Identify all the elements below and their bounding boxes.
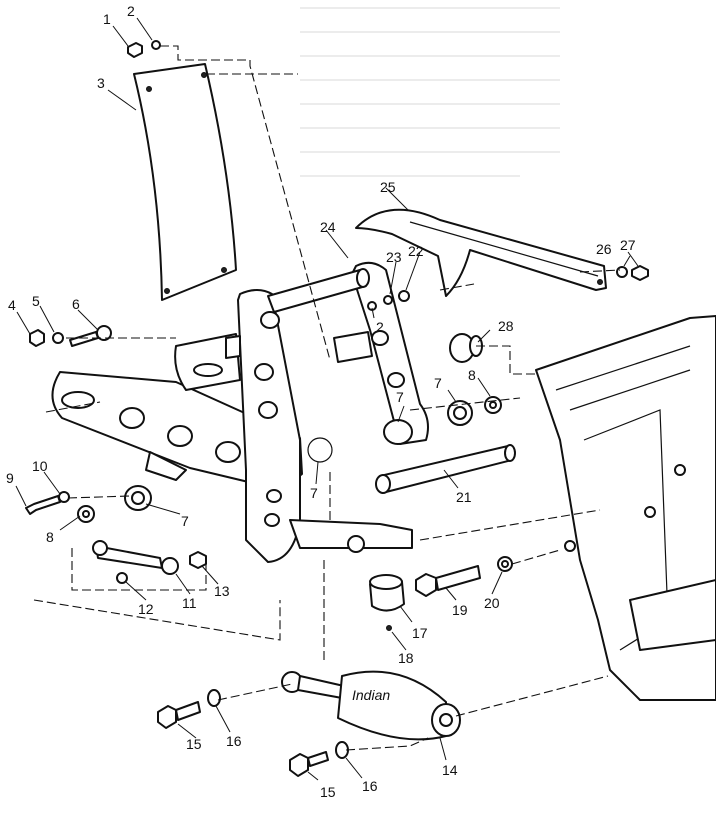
cap-17: [369, 574, 405, 612]
callout-24: 24: [320, 219, 336, 235]
callout-19: 19: [452, 602, 468, 618]
washer-5: [52, 332, 64, 344]
callout-3: 3: [97, 75, 105, 91]
callout-14: 14: [442, 762, 458, 778]
spacer-23: [383, 295, 393, 305]
washer-12: [116, 572, 128, 584]
callout-26: 26: [596, 241, 612, 257]
callout-8: 8: [46, 529, 54, 545]
callout-2: 2: [127, 3, 135, 19]
bolt-19: [415, 565, 481, 597]
leader-lines: [15, 17, 639, 781]
bushing-7-lower: [124, 485, 152, 511]
callout-22: 22: [408, 243, 424, 259]
bolt-15-lower: [289, 751, 329, 777]
callout-10: 10: [32, 458, 48, 474]
callout-23: 23: [386, 249, 402, 265]
washer-16-upper: [207, 689, 221, 707]
bumper-28: [449, 333, 483, 363]
lock-washer-20: [497, 556, 513, 572]
callout-7: 7: [396, 389, 404, 405]
callout-labels: 1 2 2 3 4 5 6 7 7 7 7 8 8 9 10 11 12 13 …: [6, 3, 636, 800]
callout-2: 2: [376, 319, 384, 335]
bolt-1: [127, 40, 161, 58]
nut-4: [29, 329, 45, 347]
washer-8-left: [77, 505, 95, 523]
torque-rod-11: [92, 540, 179, 575]
washer-26: [616, 266, 628, 278]
callout-8: 8: [468, 367, 476, 383]
callout-1: 1: [103, 11, 111, 27]
callout-18: 18: [398, 650, 414, 666]
callout-25: 25: [380, 179, 396, 195]
chain-guard-25: [355, 208, 607, 297]
washer-10: [58, 491, 70, 503]
pivot-shaft-21: [375, 444, 516, 494]
callout-9: 9: [6, 470, 14, 486]
callout-16: 16: [362, 778, 378, 794]
callout-27: 27: [620, 237, 636, 253]
nut-13: [189, 551, 207, 569]
bolt-27: [631, 265, 649, 281]
callout-15: 15: [186, 736, 202, 752]
bleed-through-lines: [300, 7, 560, 177]
callout-13: 13: [214, 583, 230, 599]
bushing-7-mid: [383, 419, 413, 445]
callout-15: 15: [320, 784, 336, 800]
bolt-15-upper: [157, 701, 201, 729]
callout-20: 20: [484, 595, 500, 611]
callout-21: 21: [456, 489, 472, 505]
callout-17: 17: [412, 625, 428, 641]
callout-7: 7: [310, 485, 318, 501]
callout-11: 11: [182, 595, 197, 611]
washer-22: [398, 290, 410, 302]
bolt-9: [25, 495, 61, 515]
snap-ring-7: [307, 437, 333, 463]
callout-16: 16: [226, 733, 242, 749]
shock-logo-text: Indian: [352, 687, 390, 703]
swingarm-left-plate: [237, 289, 301, 563]
transmission-case: [535, 315, 716, 701]
washer-8-right: [484, 396, 502, 414]
cross-tube-24: [267, 268, 370, 313]
shock-absorber-14: Indian: [281, 670, 461, 741]
assembly-dash-lines: [33, 45, 621, 751]
callout-7: 7: [434, 375, 442, 391]
rear-fender-flap: [133, 63, 237, 301]
callout-12: 12: [138, 601, 154, 617]
swingarm-lower-bracket: [145, 331, 413, 553]
callout-7: 7: [181, 513, 189, 529]
callout-6: 6: [72, 296, 80, 312]
callout-28: 28: [498, 318, 514, 334]
bolt-6: [69, 325, 112, 347]
callout-4: 4: [8, 297, 16, 313]
callout-5: 5: [32, 293, 40, 309]
set-screw-18: [386, 625, 392, 631]
bushing-7-upper: [447, 400, 473, 426]
